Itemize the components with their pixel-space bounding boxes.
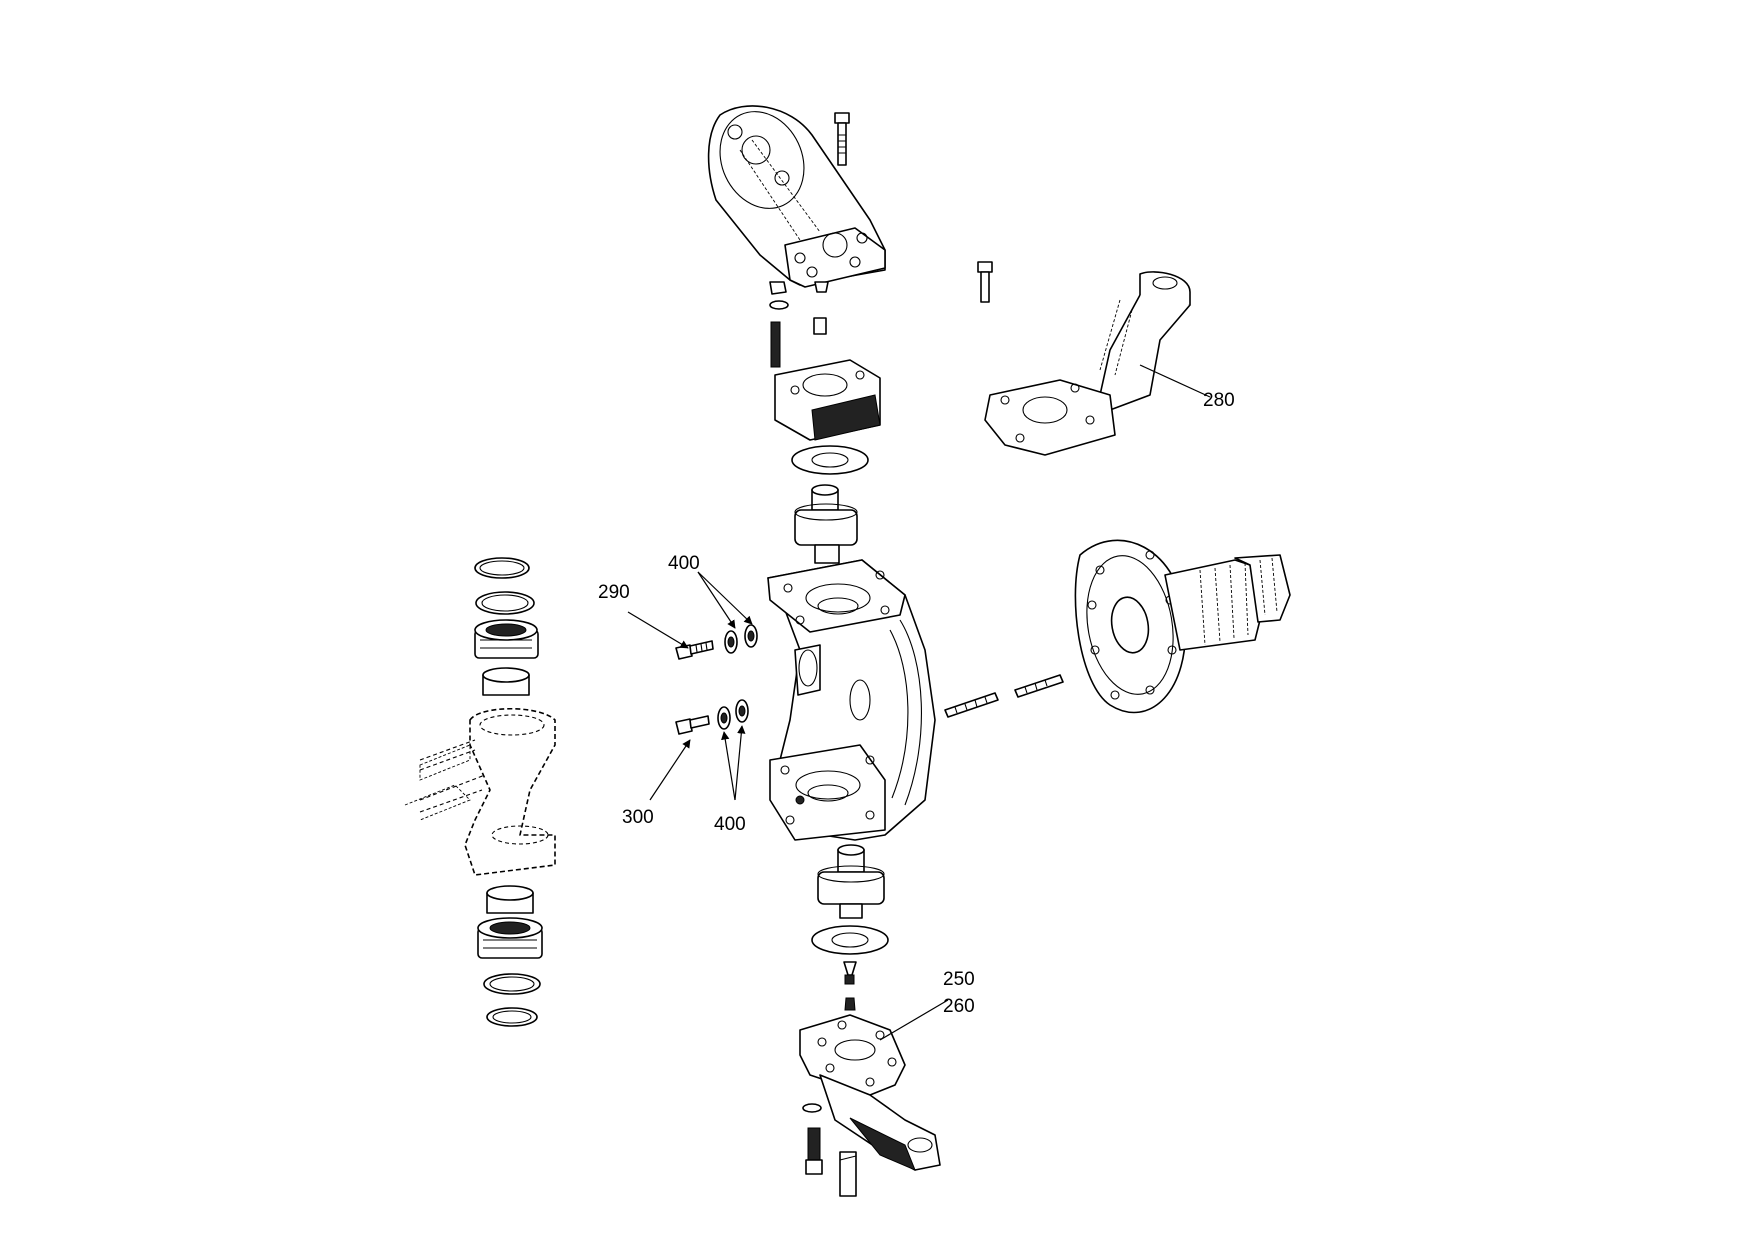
leader-lines bbox=[627, 364, 1211, 1041]
upper-seal-rings bbox=[474, 557, 535, 615]
callout-400-upper: 400 bbox=[668, 553, 700, 574]
wheel-hub-spindle bbox=[1074, 539, 1291, 714]
bracket-nut-and-stud bbox=[769, 281, 829, 368]
upper-thrust-washer bbox=[791, 445, 869, 475]
axle-beam-end bbox=[404, 707, 556, 876]
lower-thrust-washer bbox=[811, 925, 889, 955]
washers-400-lower bbox=[717, 699, 749, 730]
callout-260: 260 bbox=[943, 996, 975, 1017]
dowel-pins bbox=[944, 674, 1064, 718]
lower-arm-fasteners bbox=[802, 1103, 857, 1197]
lower-steering-arm bbox=[799, 1014, 941, 1171]
washers-400-upper bbox=[724, 624, 758, 654]
lower-bearing-cup bbox=[486, 885, 534, 914]
steering-knuckle-housing bbox=[767, 559, 936, 841]
upper-taper-bearing bbox=[474, 619, 539, 659]
upper-mounting-bracket bbox=[707, 105, 886, 288]
callout-250: 250 bbox=[943, 969, 975, 990]
upper-bearing-cap bbox=[774, 359, 881, 441]
callout-400-lower: 400 bbox=[714, 814, 746, 835]
callout-300: 300 bbox=[622, 807, 654, 828]
upper-bearing-cup bbox=[482, 667, 530, 696]
steering-arm-upper bbox=[984, 271, 1191, 456]
bracket-bolt bbox=[834, 112, 850, 166]
steering-arm-bolt bbox=[977, 261, 993, 303]
screw-300 bbox=[675, 715, 710, 735]
lower-kingpin-bushing bbox=[817, 844, 885, 919]
lower-taper-bearing bbox=[477, 917, 543, 959]
callout-290: 290 bbox=[598, 582, 630, 603]
callout-280: 280 bbox=[1203, 390, 1235, 411]
lower-seal-rings bbox=[483, 973, 541, 1027]
upper-kingpin-bushing bbox=[794, 484, 858, 564]
grease-nipple bbox=[843, 961, 857, 1011]
